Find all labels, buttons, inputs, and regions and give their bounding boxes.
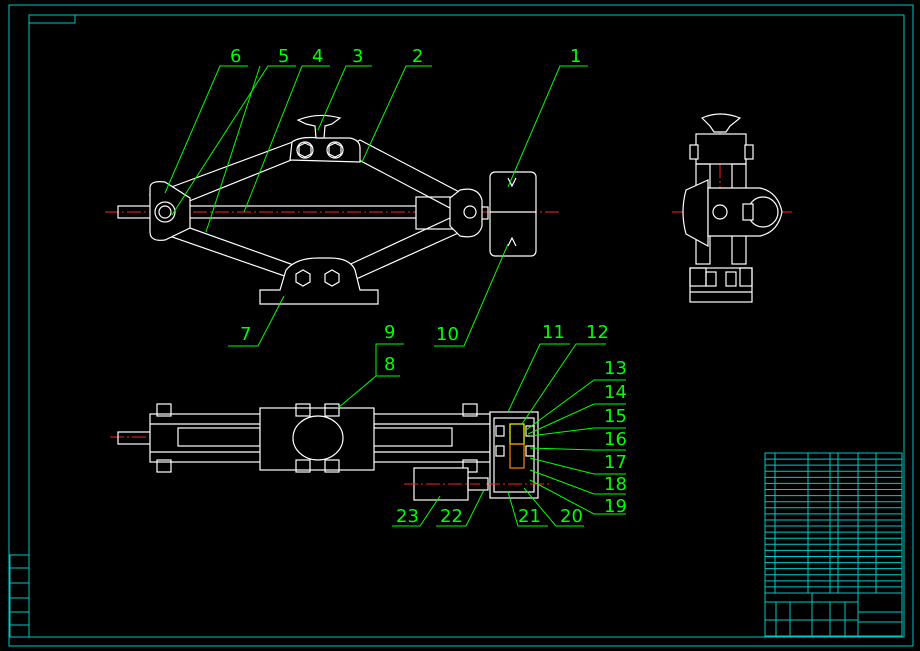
callout-10: 10 — [436, 324, 459, 345]
callout-8: 8 — [384, 354, 395, 375]
sheet-frame — [8, 4, 914, 647]
callout-labels: 1 2 3 4 5 6 7 10 8 9 11 12 13 14 15 16 1… — [230, 46, 627, 527]
leader-lines — [164, 65, 626, 527]
callout-14: 14 — [604, 382, 627, 403]
callout-15: 15 — [604, 406, 627, 427]
callout-4: 4 — [312, 46, 323, 67]
callout-12: 12 — [586, 322, 609, 343]
callout-22: 22 — [440, 506, 463, 527]
callout-9: 9 — [384, 322, 395, 343]
callout-17: 17 — [604, 452, 627, 473]
callout-16: 16 — [604, 429, 627, 450]
callout-7: 7 — [240, 324, 251, 345]
callout-18: 18 — [604, 474, 627, 495]
callout-6: 6 — [230, 46, 241, 67]
title-block — [764, 592, 903, 637]
callout-19: 19 — [604, 496, 627, 517]
parts-list-table — [764, 452, 903, 594]
callout-2: 2 — [412, 46, 423, 67]
callout-13: 13 — [604, 358, 627, 379]
callout-3: 3 — [352, 46, 363, 67]
callout-20: 20 — [560, 506, 583, 527]
section-view — [110, 403, 550, 501]
callout-1: 1 — [570, 46, 581, 67]
callout-21: 21 — [518, 506, 541, 527]
side-view — [672, 113, 792, 303]
callout-5: 5 — [278, 46, 289, 67]
callout-11: 11 — [542, 322, 565, 343]
callout-23: 23 — [396, 506, 419, 527]
front-view — [105, 114, 560, 305]
